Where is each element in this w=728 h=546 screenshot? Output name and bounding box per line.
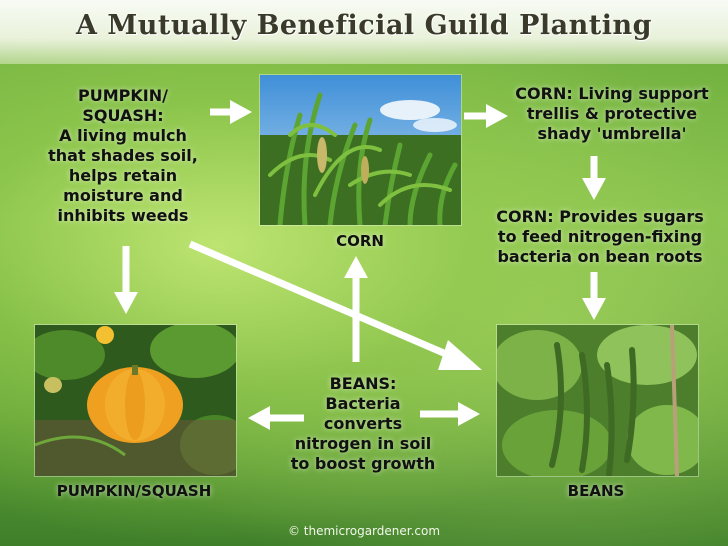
beans-label: BEANS: [567, 482, 625, 500]
beans-note-line2: Bacteria: [325, 394, 401, 413]
beans-note-line5: to boost growth: [290, 454, 436, 473]
beans-heading: BEANS:: [329, 374, 397, 393]
beans-photo: [496, 324, 699, 477]
beans-note-line3: converts: [323, 414, 403, 433]
corn-support-line2: trellis & protective: [526, 104, 698, 123]
beans-description: BEANS: Bacteria converts nitrogen in soi…: [278, 374, 448, 474]
pumpkin-description: PUMPKIN/ SQUASH: A living mulch that sha…: [38, 86, 208, 226]
corn-sugar-line3: bacteria on bean roots: [497, 247, 703, 266]
corn-photo: [259, 74, 462, 226]
pumpkin-note-line2: that shades soil,: [48, 146, 198, 165]
arrow-pumpkin-to-beans: [188, 240, 462, 364]
corn-support-description: CORN: Living support trellis & protectiv…: [500, 84, 724, 144]
page-title: A Mutually Beneficial Guild Planting: [76, 10, 652, 41]
pumpkin-note-line3: helps retain: [68, 166, 178, 185]
pumpkin-heading-line2: SQUASH:: [82, 106, 164, 125]
title-band: [0, 0, 728, 64]
pumpkin-note-line5: inhibits weeds: [57, 206, 189, 225]
pumpkin-note-line1: A living mulch: [59, 126, 187, 145]
corn-support-line1: CORN: Living support: [515, 84, 709, 103]
corn-sugar-description: CORN: Provides sugars to feed nitrogen-f…: [482, 207, 718, 267]
pumpkin-heading-line1: PUMPKIN/: [78, 86, 168, 105]
corn-sugar-line2: to feed nitrogen-fixing: [497, 227, 703, 246]
pumpkin-photo: [34, 324, 237, 477]
pumpkin-label: PUMPKIN/SQUASH: [56, 482, 212, 500]
corn-sugar-line1: CORN: Provides sugars: [496, 207, 704, 226]
copyright-footer: © themicrogardener.com: [287, 524, 441, 538]
corn-label: CORN: [336, 232, 384, 250]
beans-note-line4: nitrogen in soil: [294, 434, 432, 453]
pumpkin-note-line4: moisture and: [63, 186, 183, 205]
corn-support-line3: shady 'umbrella': [537, 124, 687, 143]
